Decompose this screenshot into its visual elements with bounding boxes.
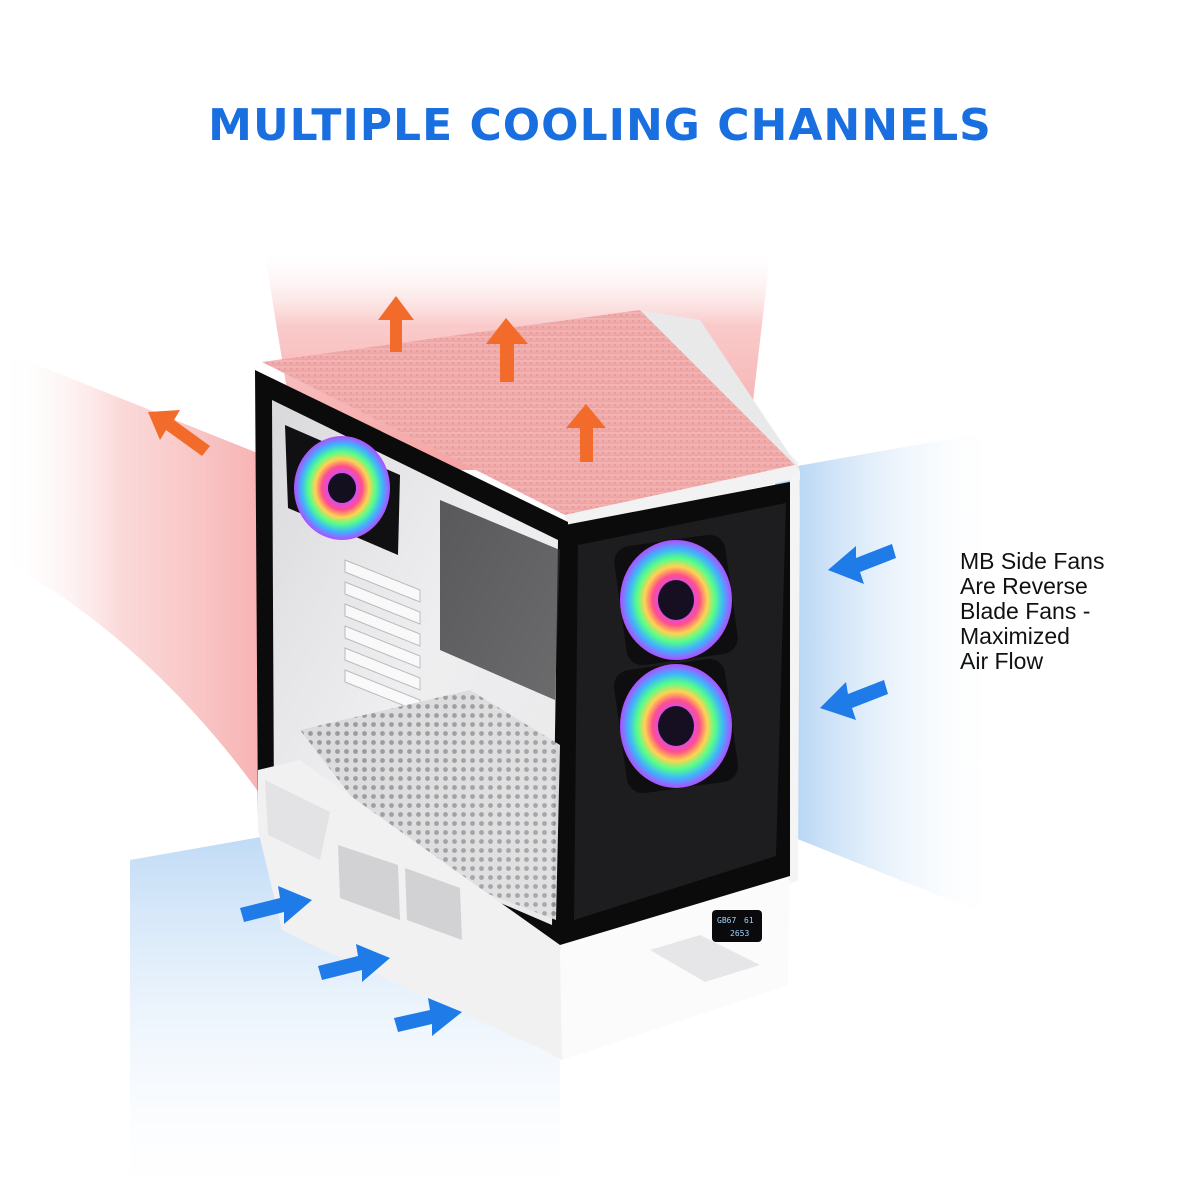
caption-line-4: Maximized — [960, 623, 1070, 649]
cold-air-zone-bottom — [130, 830, 560, 1190]
blue-arrow-icon — [820, 680, 888, 720]
caption-line-1: MB Side Fans — [960, 548, 1105, 574]
top-mesh-panel — [262, 310, 795, 515]
side-fans-caption: MB Side Fans Are Reverse Blade Fans - Ma… — [960, 549, 1180, 674]
caption-line-3: Blade Fans - — [960, 598, 1091, 624]
orange-up-arrow-icon — [148, 410, 210, 456]
pc-case: GB67 61 2653 — [255, 310, 800, 1060]
intake-arrows — [240, 544, 896, 1036]
front-rgb-fan-top — [614, 534, 738, 666]
caption-line-5: Air Flow — [960, 648, 1044, 674]
blue-arrow-icon — [828, 544, 896, 584]
blue-arrow-icon — [394, 998, 462, 1036]
orange-up-arrow-icon — [566, 404, 606, 462]
temperature-lcd: GB67 61 2653 — [712, 910, 762, 942]
lcd-readout-1: GB67 — [717, 916, 736, 925]
page-headline: MULTIPLE COOLING CHANNELS — [208, 100, 992, 151]
blue-arrow-icon — [240, 886, 312, 924]
rear-rgb-fan — [285, 425, 400, 555]
orange-up-arrow-icon — [486, 318, 528, 382]
caption-line-2: Are Reverse — [960, 573, 1088, 599]
lcd-readout-2: 61 — [744, 916, 754, 925]
cold-air-zone-right — [775, 430, 1000, 920]
lcd-readout-3: 2653 — [730, 929, 749, 938]
orange-up-arrow-icon — [378, 296, 414, 352]
exhaust-arrows — [148, 296, 606, 462]
hot-air-zone-left — [0, 350, 300, 840]
front-rgb-fan-bottom — [613, 658, 739, 794]
blue-arrow-icon — [318, 944, 390, 982]
front-io-panel — [640, 310, 800, 470]
